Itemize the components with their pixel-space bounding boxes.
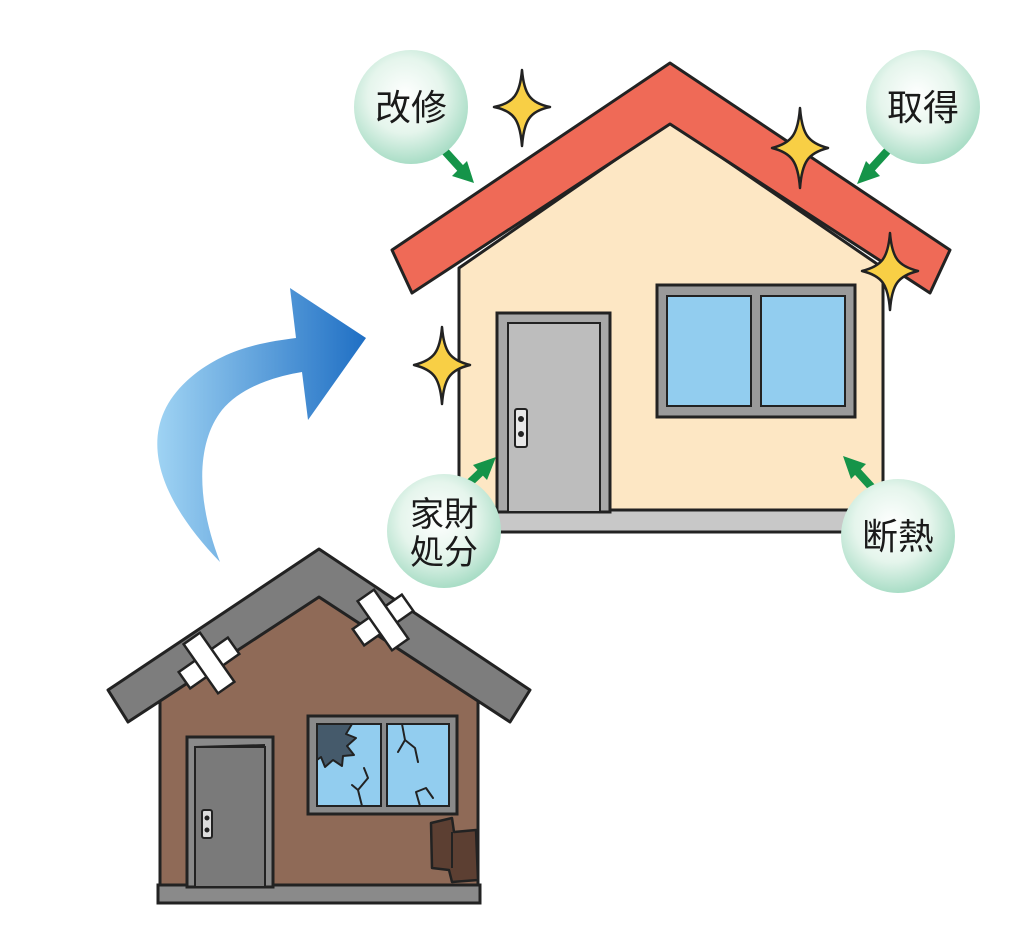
belongings-disposal-bubble — [387, 474, 501, 588]
renovation-label: 改修 — [354, 50, 474, 183]
sparkle-icon — [492, 68, 552, 148]
insulation-bubble — [841, 479, 955, 593]
insulation-label: 断熱 — [841, 456, 955, 593]
old-house — [106, 547, 532, 905]
sparkle-icon — [860, 231, 920, 312]
sparkle-icon — [412, 325, 472, 406]
transition-arrow-icon — [157, 288, 366, 562]
sparkles — [412, 68, 920, 406]
new-door-handle-icon — [514, 408, 528, 448]
belongings-disposal-text-line1: 家財 — [410, 495, 478, 535]
old-roof-patch-icon — [350, 587, 416, 653]
broken-glass-hole-icon — [316, 723, 357, 768]
insulation-text: 断熱 — [862, 517, 934, 558]
belongings-disposal-text-line2: 処分 — [410, 533, 478, 573]
glass-crack-icon — [351, 723, 434, 807]
sparkle-icon — [770, 106, 830, 190]
acquisition-bubble — [866, 50, 980, 164]
wall-damage-icon — [429, 816, 480, 884]
old-house-roof — [106, 547, 532, 724]
renovation-text: 改修 — [375, 88, 447, 129]
old-door-gap — [194, 744, 266, 748]
old-roof-patch-icon — [176, 630, 242, 696]
new-house — [390, 61, 952, 534]
pointer-arrow-icon — [866, 144, 894, 174]
renovation-bubble — [354, 50, 468, 164]
new-house-roof — [390, 61, 952, 295]
acquisition-text: 取得 — [887, 88, 959, 129]
old-door-handle-icon — [201, 809, 213, 839]
acquisition-label: 取得 — [857, 50, 980, 184]
new-window-pane-left — [666, 295, 752, 407]
new-window-pane-right — [760, 295, 846, 407]
belongings-disposal-label: 家財 処分 — [387, 457, 501, 588]
old-house-foundation — [156, 883, 482, 905]
old-window-pane-right — [386, 723, 450, 807]
